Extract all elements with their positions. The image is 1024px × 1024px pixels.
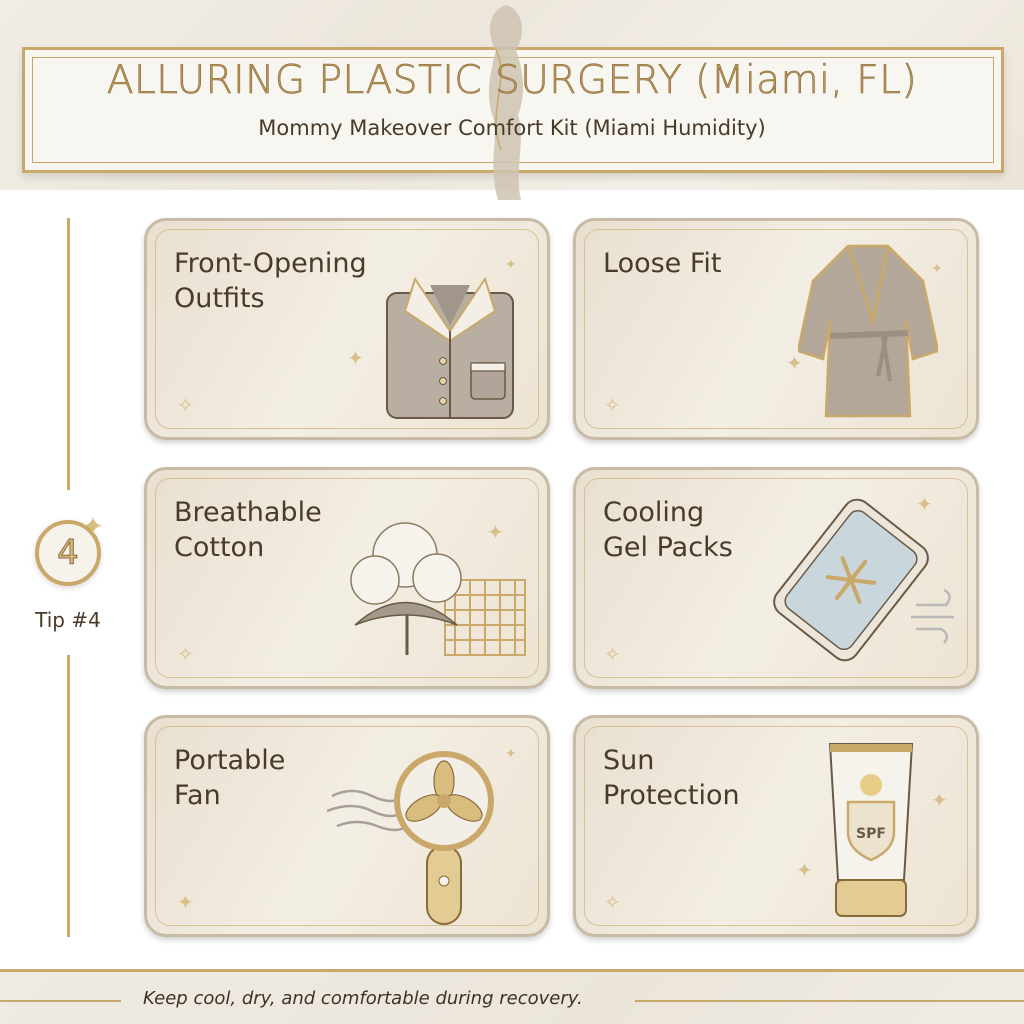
sparkle-icon: ✦ xyxy=(177,890,194,914)
sparkle-icon: ✦ xyxy=(82,512,104,542)
sparkle-icon: ✦ xyxy=(931,788,948,812)
card-label: Sun Protection xyxy=(603,745,740,811)
sparkle-icon: ✧ xyxy=(604,890,621,914)
footer-bar: Keep cool, dry, and comfortable during r… xyxy=(0,969,1024,1024)
sparkle-icon: ✧ xyxy=(177,393,194,417)
footer-tagline: Keep cool, dry, and comfortable during r… xyxy=(143,988,583,1009)
card-cooling-gel-packs: Cooling Gel Packs ✦ ✧ xyxy=(573,467,979,689)
tip-label: Tip #4 xyxy=(35,608,101,632)
page-subtitle: Mommy Makeover Comfort Kit (Miami Humidi… xyxy=(258,116,766,140)
sunscreen-tube-icon: SPF xyxy=(828,743,914,917)
card-front-opening-outfits: Front-Opening Outfits ✦ ✧ ✦ xyxy=(144,218,550,440)
robe-icon xyxy=(798,244,938,418)
card-label: Portable Fan xyxy=(174,745,286,811)
handheld-fan-icon xyxy=(327,751,494,925)
pajama-shirt-icon xyxy=(386,276,514,419)
sparkle-icon: ✦ xyxy=(347,346,364,370)
sparkle-icon: ✧ xyxy=(177,642,194,666)
sparkle-icon: ✦ xyxy=(796,858,813,882)
sparkle-icon: ✧ xyxy=(604,642,621,666)
page-title: ALLURING PLASTIC SURGERY (Miami, FL) xyxy=(106,58,918,104)
card-label: Cooling Gel Packs xyxy=(603,497,733,563)
timeline-line-top xyxy=(67,218,70,490)
sparkle-icon: ✦ xyxy=(487,520,504,544)
spf-label: SPF xyxy=(856,826,886,842)
sparkle-icon: ✦ xyxy=(916,492,933,516)
card-loose-fit: Loose Fit ✦ ✧ ✦ xyxy=(573,218,979,440)
sparkle-icon: ✦ xyxy=(786,351,803,375)
gel-pack-snowflake-icon xyxy=(773,498,954,662)
woman-silhouette-icon xyxy=(488,5,524,200)
sparkle-icon: ✦ xyxy=(505,746,517,762)
card-label: Loose Fit xyxy=(603,248,722,279)
footer-divider-left xyxy=(0,1000,121,1002)
timeline-line-bottom xyxy=(67,655,70,937)
tip-number: 4 xyxy=(57,533,80,574)
card-breathable-cotton: Breathable Cotton ✦ ✧ xyxy=(144,467,550,689)
footer-divider-right xyxy=(635,1000,1024,1002)
sparkle-icon: ✦ xyxy=(931,261,943,277)
cotton-boll-icon xyxy=(350,522,526,656)
card-label: Breathable Cotton xyxy=(174,497,322,563)
tip-number-badge: 4 xyxy=(35,520,101,586)
card-sun-protection: Sun Protection SPF ✦ ✦ ✧ xyxy=(573,715,979,937)
sparkle-icon: ✧ xyxy=(604,393,621,417)
card-portable-fan: Portable Fan ✦ ✦ xyxy=(144,715,550,937)
sparkle-icon: ✦ xyxy=(505,257,517,273)
card-label: Front-Opening Outfits xyxy=(174,248,367,314)
